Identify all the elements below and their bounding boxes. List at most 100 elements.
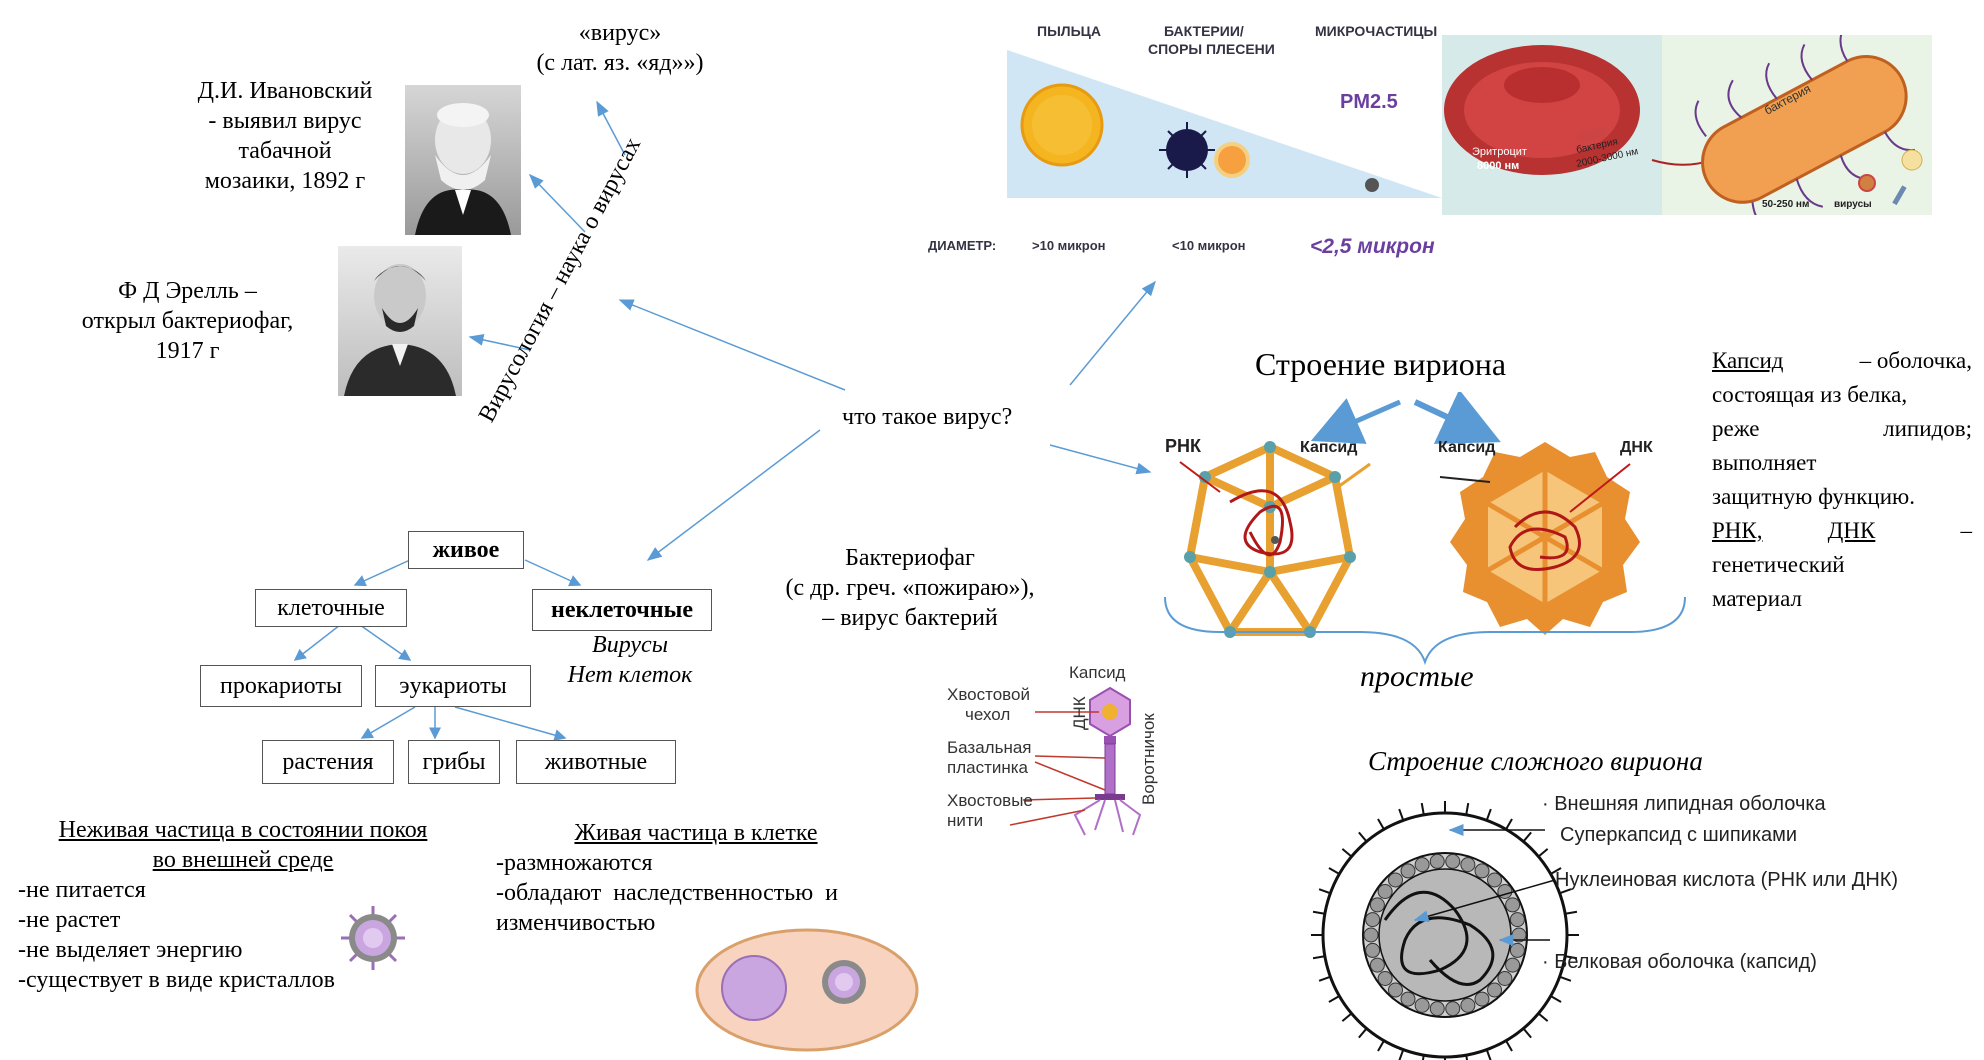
size-d3-label: <2,5 микрон [1310,235,1435,258]
erythrocyte-label: Эритроцит [1472,146,1527,158]
nonliving-block: Неживая частица в состоянии покоя во вне… [18,815,478,995]
phage-tail-fibers-label1: Хвостовые [947,791,1033,810]
capsomer-bead [1474,991,1490,1007]
phage-tail-sheath-label1: Хвостовой [947,685,1030,704]
size-pm-label: PM2.5 [1340,91,1398,113]
size-diameter-label: ДИАМЕТР: [928,238,996,253]
capsomer-bead [1387,982,1403,998]
phage-tail-sheath-label2: чехол [965,705,1010,724]
virus-size-label: 50-250 нм [1762,199,1809,210]
ivanovsky-line2: - выявил вирус [208,108,362,134]
capsomer-bead [1377,884,1393,900]
capsomer-bead [1445,853,1461,869]
particle-size-graphic: ПЫЛЬЦА БАКТЕРИИ/ СПОРЫ ПЛЕСЕНИ МИКРОЧАСТ… [928,23,1442,258]
tree-viruses: Вирусы [592,632,668,658]
capsid-def-line6a: РНК, [1712,518,1763,543]
bacteriophage-line1: Бактериофаг [845,545,975,571]
erythrocyte-size-label: 8000 нм [1477,160,1519,172]
size-micro-label: МИКРОЧАСТИЦЫ [1315,23,1437,39]
capsomer-bead [1365,912,1381,928]
capsid-def-line3a: реже [1712,416,1760,441]
capsomer-bead [1505,957,1521,973]
nonliving-item: -не растет [18,907,121,933]
derelle-caption: Ф Д Эрелль – открыл бактериофаг, 1917 г [50,276,325,366]
capsid-def-line1: – оболочка, [1859,348,1972,373]
phage-capsid-label: Капсид [1069,663,1126,682]
capsomer-bead [1369,957,1385,973]
phage-tail-fibers-label2: нити [947,811,983,830]
viruses-label: вирусы [1834,199,1872,210]
ivanovsky-caption: Д.И. Ивановский - выявил вирус табачной … [160,76,410,196]
capsomer-bead [1509,912,1525,928]
bacteriophage-diagram: Капсид ДНК Воротничок Хвостовой чехол Ба… [947,663,1158,836]
tree-plants: растения [262,740,394,784]
size-d1-label: >10 микрон [1032,238,1106,253]
size-d2-label: <10 микрон [1172,238,1246,253]
living-item: -обладают наследственностью и [496,880,838,906]
capsomer-bead [1365,942,1381,958]
capsomer-bead [1429,1001,1445,1017]
nonliving-title1: Неживая частица в состоянии покоя [58,817,428,843]
size-bacteria-label1: БАКТЕРИИ/ [1164,23,1244,39]
capsomer-bead [1505,897,1521,913]
virion-capsid-left-label: Капсид [1300,439,1357,456]
tree-no-cells: Нет клеток [567,662,693,688]
nonliving-title2: во внешней среде [152,847,334,873]
capsid-def-line6b: ДНК [1827,518,1876,543]
capsomer-bead [1400,863,1416,879]
capsomer-bead [1460,997,1476,1013]
bacteriophage-line2: (с др. греч. «пожираю»), [785,575,1035,601]
capsomer-bead [1497,970,1513,986]
tree-noncellular: неклеточные [532,589,712,631]
virion-simple-label: простые [1360,660,1474,693]
capsomer-bead [1487,982,1503,998]
nonliving-item: -не питается [18,877,146,903]
tree-prokaryotes: прокариоты [200,665,362,707]
living-title: Живая частица в клетке [574,820,818,846]
phage-collar-label: Воротничок [1139,713,1158,805]
ivanovsky-line1: Д.И. Ивановский [197,78,373,104]
complex-label-supercapsid: Суперкапсид с шипиками [1560,824,1797,846]
phage-dna-label: ДНК [1070,696,1089,730]
bacteriophage-caption: Бактериофаг (с др. греч. «пожираю»), – в… [760,543,1060,633]
tree-cellular: клеточные [255,589,407,627]
arrow-to-tree [646,429,821,561]
capsomer-bead [1377,970,1393,986]
ivanovsky-line4: мозаики, 1892 г [204,168,366,194]
living-item: -размножаются [496,850,653,876]
capsid-def-line5: защитную функцию. [1712,484,1915,509]
derelle-portrait [338,246,462,396]
living-block: Живая частица в клетке -размножаются -об… [496,818,906,938]
nonliving-item: -не выделяет энергию [18,937,243,963]
capsomer-bead [1387,872,1403,888]
capsomer-bead [1429,853,1445,869]
capsid-def-line3b: липидов; [1883,416,1972,441]
capsid-def-line8: материал [1712,586,1802,611]
virus-etymology-line1: «вирус» [578,20,662,46]
virus-etymology: «вирус» (с лат. яз. «яд»») [490,18,750,78]
virus-particle-icon [341,906,405,970]
cell-with-virus-image [695,928,919,1052]
capsomer-bead [1363,927,1379,943]
tree-fungi: грибы [408,740,500,784]
derelle-line3: 1917 г [155,338,220,364]
ivanovsky-line3: табачной [238,138,332,164]
nonliving-item: -существует в виде кристаллов [18,967,335,993]
derelle-line2: открыл бактериофаг, [81,308,294,334]
capsomer-bead [1414,857,1430,873]
complex-virion-diagram: · Внешняя липидная оболочка Суперкапсид … [1311,793,1898,1060]
capsid-definition: Капсид – оболочка, состоящая из белка, р… [1712,344,1972,616]
size-pollen-label: ПЫЛЬЦА [1037,23,1101,39]
capsid-def-line7: генетический [1712,552,1845,577]
virion-diagram: РНК Капсид Капсид ДНК [1164,392,1686,666]
living-item: изменчивостью [496,910,656,936]
complex-label-capsid: · Белковая оболочка (капсид) [1542,951,1817,973]
virion-capsid-right-label: Капсид [1438,439,1495,456]
capsomer-bead [1445,1001,1461,1017]
virion-title: Строение вириона [1255,346,1507,382]
tree-eukaryotes: эукариоты [375,665,531,707]
capsomer-bead [1369,897,1385,913]
capsomer-bead [1460,857,1476,873]
complex-virion-title: Строение сложного вириона [1368,746,1703,776]
